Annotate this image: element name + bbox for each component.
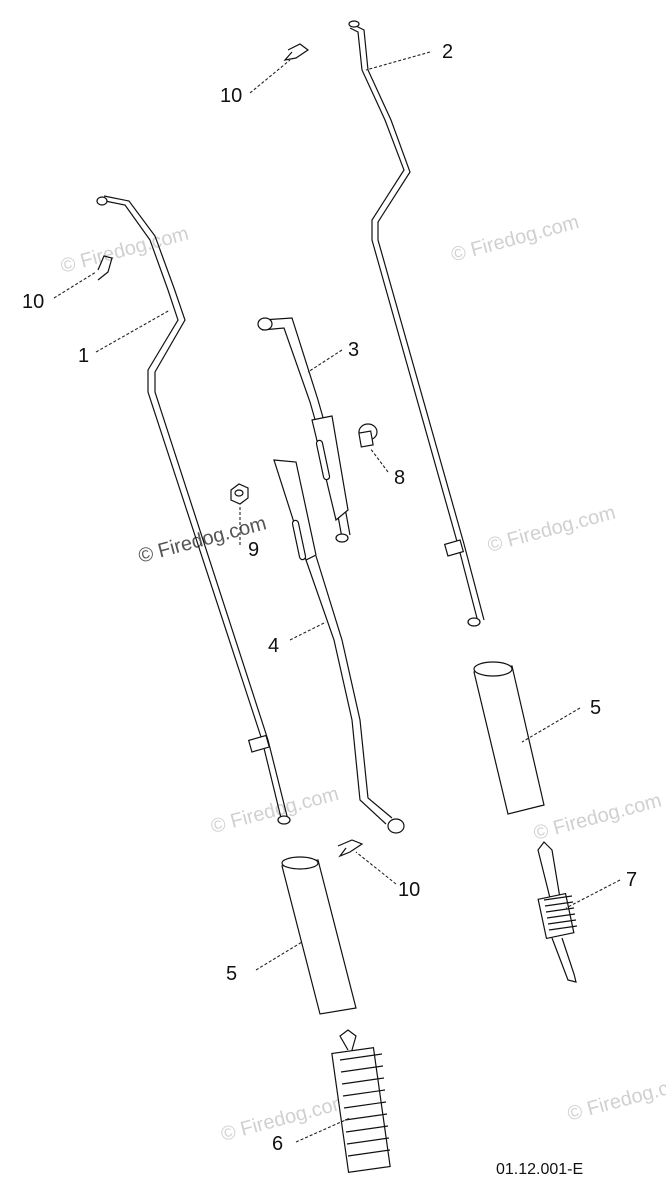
watermark: © Firedog.com	[531, 790, 664, 845]
drawing-code: 01.12.001-E	[496, 1161, 583, 1178]
part-10-clip	[97, 255, 113, 281]
part-10-clip	[337, 839, 364, 858]
watermark: © Firedog.com	[449, 211, 582, 266]
watermark: © Firedog.com	[565, 1070, 666, 1125]
part-2-rod	[348, 20, 485, 627]
callout-3: 3	[348, 339, 359, 361]
part-5-grip-lower	[281, 856, 357, 1015]
leader-lines	[53, 51, 621, 1143]
part-10-clip	[283, 43, 310, 61]
callout-10: 10	[398, 879, 420, 901]
watermarks: © Firedog.com © Firedog.com © Firedog.co…	[58, 211, 666, 1146]
part-7-spring	[537, 841, 578, 983]
callout-10: 10	[220, 85, 242, 107]
callout-1: 1	[78, 345, 89, 367]
part-5-grip-upper	[473, 661, 545, 815]
callout-4: 4	[268, 635, 279, 657]
part-4-rod	[273, 459, 405, 834]
watermark: © Firedog.com	[485, 502, 618, 557]
callout-5: 5	[226, 963, 237, 985]
watermark: © Firedog.com	[58, 223, 191, 278]
callout-5: 5	[590, 697, 601, 719]
callout-7: 7	[626, 869, 637, 891]
part-8-pin	[358, 423, 378, 448]
part-9-nut	[230, 483, 249, 505]
part-1-rod	[96, 195, 291, 825]
watermark: © Firedog.com	[219, 1091, 352, 1146]
callout-6: 6	[272, 1133, 283, 1155]
callout-10: 10	[22, 291, 44, 313]
part-3-rod	[257, 317, 351, 543]
callout-8: 8	[394, 467, 405, 489]
callout-9: 9	[248, 539, 259, 561]
part-6-spring	[331, 1029, 391, 1174]
callout-2: 2	[442, 41, 453, 63]
